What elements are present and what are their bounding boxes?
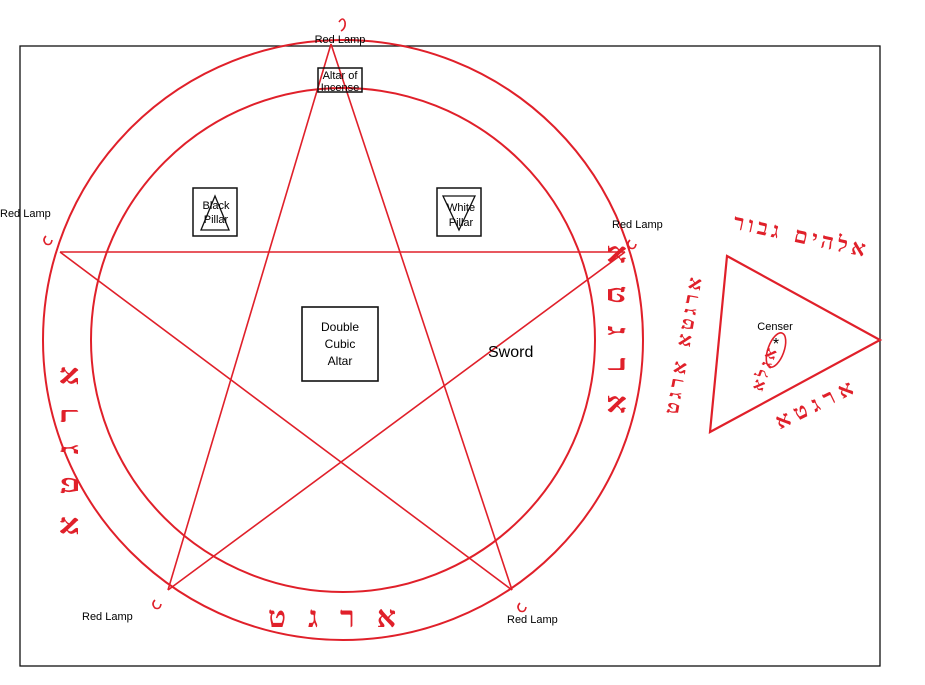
altar-of-incense-label-1: Altar of (323, 70, 359, 82)
white-pillar: White Pillar (436, 187, 482, 237)
hebrew-triangle-left: ארגטא ארגט (659, 272, 707, 417)
altar-of-incense-box (317, 67, 363, 93)
hebrew-circle-top: אלהים גבור (0, 0, 17, 8)
pentagram-line-1 (330, 43, 513, 591)
red-lamp-label-right: Red Lamp (612, 219, 663, 231)
censer-label: Censer (757, 321, 793, 333)
double-cubic-altar: Double Cubic Altar (301, 306, 379, 382)
black-pillar-triangle-icon (200, 194, 230, 231)
outer-circle (42, 39, 644, 641)
lamp-icon-right (627, 239, 637, 250)
white-pillar-box (436, 187, 482, 237)
lamp-icon-bottom-left (152, 599, 162, 610)
altar-of-incense-label-2: Incense (321, 82, 360, 94)
page-frame (19, 45, 881, 667)
black-pillar-label-1: Black (203, 200, 230, 212)
lamp-hooks (43, 18, 637, 613)
red-lamp-label-bottom-right: Red Lamp (507, 614, 558, 626)
pentagram-line-5 (167, 43, 332, 591)
inner-circle (90, 87, 596, 593)
lamp-icon-top (338, 18, 346, 32)
double-cubic-altar-box (301, 306, 379, 382)
triangle-outline (708, 254, 883, 434)
lamp-icon-left (43, 235, 53, 246)
black-pillar: Black Pillar (192, 187, 238, 237)
hebrew-circle-left: ארגטא (51, 344, 86, 535)
censer-star-icon: * (773, 336, 779, 353)
sword-label: Sword (488, 344, 533, 361)
triangle-of-art: אלהים גבור ארגטא ארגטא ארגט אגלא Censer … (659, 209, 883, 435)
red-lamp-label-left: Red Lamp (0, 208, 51, 220)
lamp-icon-bottom-right (517, 602, 527, 613)
white-pillar-label-2: Pillar (449, 217, 474, 229)
white-pillar-triangle-icon (441, 195, 477, 232)
pentagram-line-4 (167, 251, 626, 591)
hebrew-triangle-right: ארגטא (771, 372, 863, 435)
black-pillar-box (192, 187, 238, 237)
hebrew-triangle-top: אלהים גבור (731, 209, 872, 263)
red-lamp-label-bottom-left: Red Lamp (82, 611, 133, 623)
double-cubic-altar-label-1: Double (321, 320, 359, 334)
double-cubic-altar-label-2: Cubic (325, 337, 356, 351)
hebrew-circle-bottom: ארגט (268, 600, 418, 635)
black-pillar-label-2: Pillar (204, 214, 229, 226)
pentagram (59, 43, 626, 591)
altar-of-incense: Altar of Incense (317, 67, 363, 94)
white-pillar-label-1: White (447, 202, 475, 214)
red-lamp-label-top: Red Lamp (315, 34, 366, 46)
censer-circle-icon (765, 332, 787, 368)
pentagram-line-2 (59, 251, 513, 591)
hebrew-circle-right: ארגטא (600, 244, 635, 435)
double-cubic-altar-label-3: Altar (328, 354, 353, 368)
